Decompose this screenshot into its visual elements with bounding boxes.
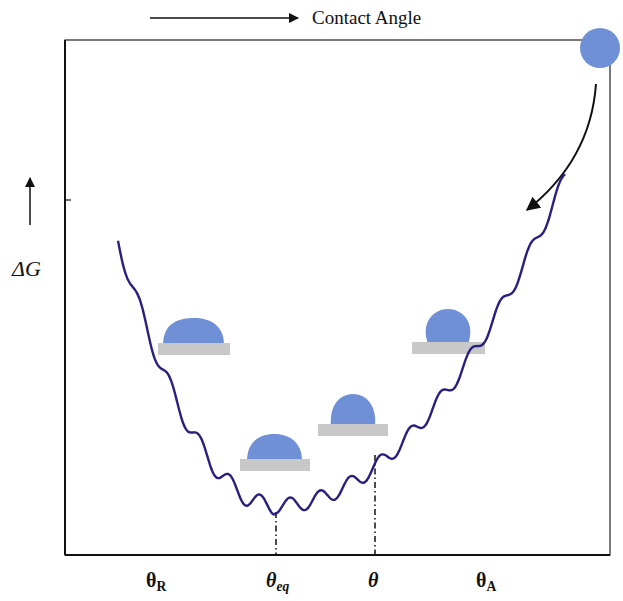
angle-label: θR	[146, 570, 166, 594]
axis-arrow	[29, 178, 31, 225]
y-axis	[64, 40, 66, 555]
axis-arrow	[150, 17, 298, 19]
droplet	[240, 434, 310, 471]
axis-title: ΔG	[12, 258, 41, 280]
x-axis	[65, 554, 610, 556]
ball	[580, 28, 620, 68]
droplet	[318, 394, 388, 436]
dash-dot-line	[275, 512, 277, 555]
axis-title: Contact Angle	[312, 8, 421, 27]
energy-curve	[118, 174, 565, 514]
plot-frame	[65, 40, 610, 555]
angle-label: θeq	[266, 570, 289, 594]
angle-label: θ	[368, 570, 378, 590]
droplet	[158, 318, 230, 355]
axis-tick	[65, 199, 71, 200]
angle-label: θA	[476, 570, 496, 594]
fall-arrow	[527, 84, 596, 210]
dash-dot-line	[374, 455, 376, 555]
